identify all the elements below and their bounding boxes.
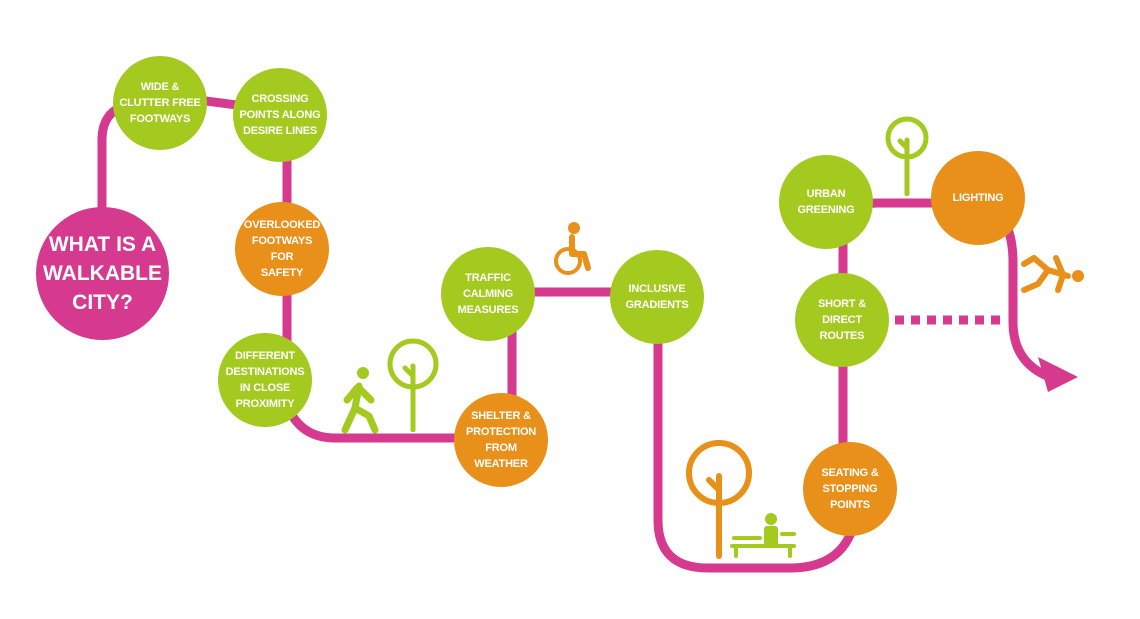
wheelchair-user-icon <box>554 222 591 275</box>
tree-icon <box>387 338 439 432</box>
node-overlooked-footways: OVERLOOKED FOOTWAYS FOR SAFETY <box>235 202 329 296</box>
node-label: SEATING & STOPPING POINTS <box>821 467 879 511</box>
node-label: OVERLOOKED FOOTWAYS FOR SAFETY <box>243 219 321 279</box>
node-seating: SEATING & STOPPING POINTS <box>803 442 897 536</box>
node-label: LIGHTING <box>952 192 1004 204</box>
arrow-icon <box>1038 357 1078 392</box>
node-lighting: LIGHTING <box>931 151 1025 245</box>
node-traffic-calming: TRAFFIC CALMING MEASURES <box>441 247 535 341</box>
node-urban-greening: URBAN GREENING <box>779 155 873 249</box>
node-label: URBAN GREENING <box>797 188 855 216</box>
node-inclusive-gradients: INCLUSIVE GRADIENTS <box>610 250 704 344</box>
node-label: INCLUSIVE GRADIENTS <box>625 283 689 311</box>
running-person-icon <box>1021 255 1084 293</box>
node-label: WIDE & CLUTTER FREE FOOTWAYS <box>119 81 201 125</box>
tree-icon <box>885 116 929 196</box>
node-label: CROSSING POINTS ALONG DESIRE LINES <box>239 93 321 137</box>
tree-icon <box>686 440 752 559</box>
node-label: TRAFFIC CALMING MEASURES <box>457 272 519 316</box>
node-label: DIFFERENT DESTINATIONS IN CLOSE PROXIMIT… <box>225 350 305 410</box>
node-label: SHELTER & PROTECTION FROM WEATHER <box>465 410 537 470</box>
title-circle: WHAT IS A WALKABLE CITY? <box>36 207 169 340</box>
page-title: WHAT IS A WALKABLE CITY? <box>43 233 162 314</box>
node-crossing-points: CROSSING POINTS ALONG DESIRE LINES <box>233 68 327 162</box>
node-wide-footways: WIDE & CLUTTER FREE FOOTWAYS <box>113 56 207 150</box>
node-shelter: SHELTER & PROTECTION FROM WEATHER <box>454 393 548 487</box>
node-short-direct: SHORT & DIRECT ROUTES <box>795 273 889 367</box>
walking-person-icon <box>341 367 379 434</box>
bench-person-icon <box>730 513 796 558</box>
node-label: SHORT & DIRECT ROUTES <box>817 298 867 342</box>
node-different-destinations: DIFFERENT DESTINATIONS IN CLOSE PROXIMIT… <box>218 333 312 427</box>
